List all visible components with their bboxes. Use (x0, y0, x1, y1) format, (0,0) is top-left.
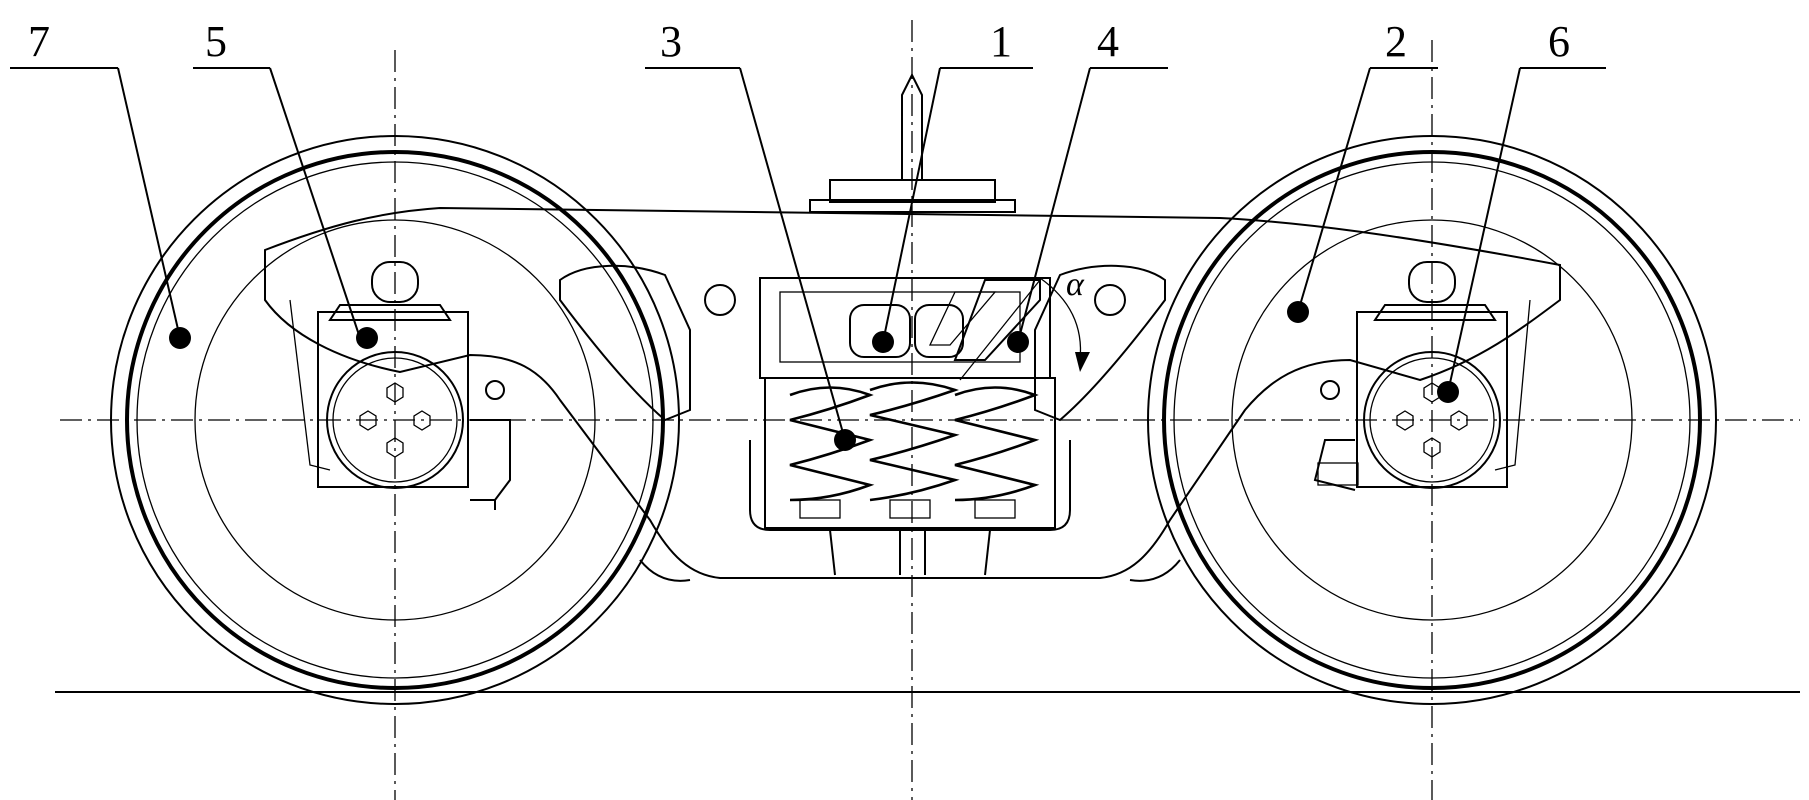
right-wheel (1147, 135, 1717, 705)
side-frame (264, 206, 1561, 579)
springs (789, 381, 1040, 502)
callout-7: 7 (28, 17, 50, 66)
callout-1: 1 (990, 17, 1012, 66)
callout-labels: 7 5 3 1 4 2 6 (28, 17, 1570, 66)
callout-2: 2 (1385, 17, 1407, 66)
left-wheel (110, 135, 680, 705)
callout-6: 6 (1548, 17, 1570, 66)
callout-3: 3 (660, 17, 682, 66)
callout-4: 4 (1097, 17, 1119, 66)
right-axle-box (1313, 261, 1508, 491)
angle-symbol: α (1066, 266, 1085, 303)
frame-lower-details (639, 284, 1181, 582)
callout-5: 5 (205, 17, 227, 66)
callout-dots (169, 301, 1459, 451)
angle-marker: α (1039, 266, 1090, 372)
left-bolt-pattern (359, 382, 431, 458)
spring-box (749, 377, 1071, 576)
left-axle-box (317, 261, 511, 510)
center-lines (60, 20, 1800, 800)
bolster-wedge-assembly (759, 277, 1051, 381)
leader-lines (10, 67, 1606, 441)
